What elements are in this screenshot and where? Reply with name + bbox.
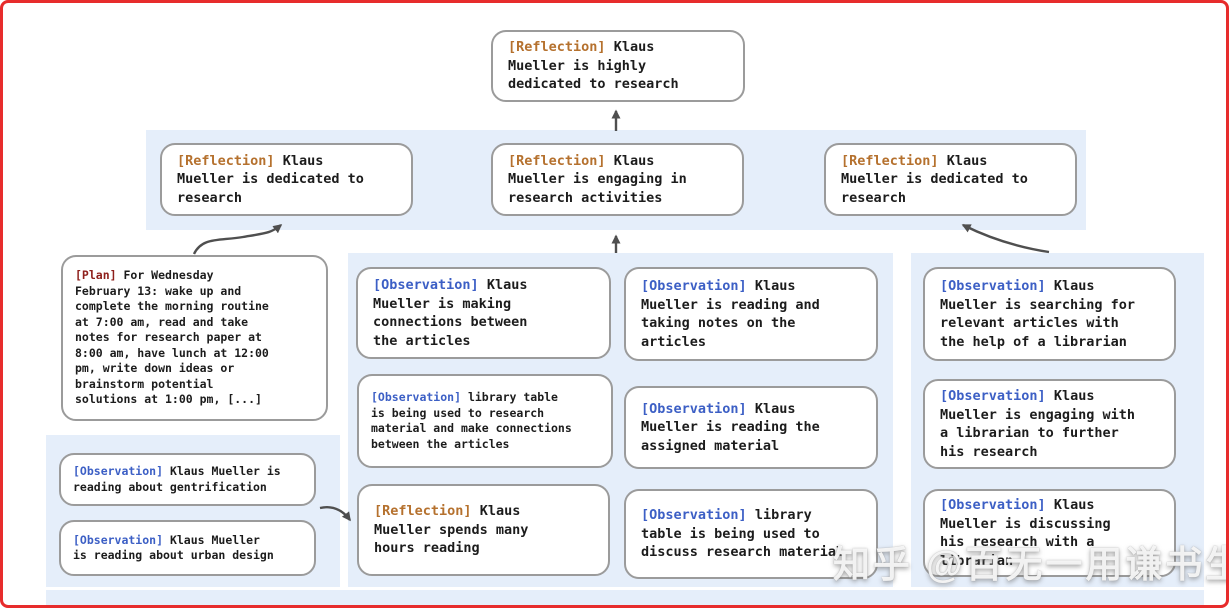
node-text: Klaus Mueller spends many hours reading bbox=[374, 503, 529, 557]
observation-label: [Observation] bbox=[73, 464, 164, 478]
node-obs-library-table-discuss: [Observation] library table is being use… bbox=[624, 489, 878, 579]
node-row2-right-reflection: [Reflection] Klaus Mueller is dedicated … bbox=[824, 143, 1077, 216]
node-obs-library-table-research: [Observation] library table is being use… bbox=[357, 374, 613, 468]
node-obs-discussing-research: [Observation] Klaus Mueller is discussin… bbox=[923, 489, 1176, 577]
plan-label: [Plan] bbox=[75, 268, 117, 283]
node-text: Klaus Mueller is reading about urban des… bbox=[73, 532, 274, 563]
node-row2-mid-reflection: [Reflection] Klaus Mueller is engaging i… bbox=[491, 143, 744, 216]
band-bottom-strip bbox=[46, 590, 1204, 605]
observation-label: [Observation] bbox=[73, 532, 164, 547]
node-text: Klaus Mueller is reading and taking note… bbox=[641, 278, 820, 350]
observation-label: [Observation] bbox=[373, 277, 479, 293]
observation-label: [Observation] bbox=[940, 497, 1046, 513]
node-obs-assigned-material: [Observation] Klaus Mueller is reading t… bbox=[624, 386, 878, 469]
node-obs-searching-articles: [Observation] Klaus Mueller is searching… bbox=[923, 267, 1176, 361]
node-text: Klaus Mueller is reading the assigned ma… bbox=[641, 400, 820, 454]
node-text: Klaus Mueller is reading about gentrific… bbox=[73, 464, 281, 494]
reflection-label: [Reflection] bbox=[508, 39, 606, 56]
observation-label: [Observation] bbox=[641, 278, 747, 294]
node-obs-gentrification: [Observation] Klaus Mueller is reading a… bbox=[59, 453, 316, 506]
watermark: 知乎 @百无一用谦书生 bbox=[833, 544, 1229, 585]
node-reflection-hours-reading: [Reflection] Klaus Mueller spends many h… bbox=[357, 484, 610, 576]
node-text: Klaus Mueller is discussing his research… bbox=[940, 497, 1111, 569]
reflection-label: [Reflection] bbox=[177, 152, 275, 169]
node-text: For Wednesday February 13: wake up and c… bbox=[75, 268, 269, 407]
node-text: Klaus Mueller is searching for relevant … bbox=[940, 278, 1136, 350]
node-obs-taking-notes: [Observation] Klaus Mueller is reading a… bbox=[624, 267, 878, 361]
observation-label: [Observation] bbox=[641, 400, 747, 417]
observation-label: [Observation] bbox=[641, 507, 747, 524]
observation-label: [Observation] bbox=[940, 278, 1046, 294]
node-row2-left-reflection: [Reflection] Klaus Mueller is dedicated … bbox=[160, 143, 413, 216]
node-text: Klaus Mueller is engaging in research ac… bbox=[508, 152, 687, 206]
reflection-label: [Reflection] bbox=[508, 152, 606, 169]
node-text: Klaus Mueller is making connections betw… bbox=[373, 277, 528, 349]
node-obs-urban-design: [Observation] Klaus Mueller is reading a… bbox=[59, 520, 316, 576]
node-text: library table is being used to research … bbox=[371, 390, 572, 451]
node-text: Klaus Mueller is dedicated to research bbox=[841, 152, 1028, 206]
node-obs-engaging-librarian: [Observation] Klaus Mueller is engaging … bbox=[923, 379, 1176, 469]
observation-label: [Observation] bbox=[940, 388, 1046, 404]
node-plan: [Plan] For Wednesday February 13: wake u… bbox=[61, 255, 328, 421]
node-text: Klaus Mueller is engaging with a librari… bbox=[940, 388, 1136, 460]
reflection-label: [Reflection] bbox=[841, 152, 939, 169]
node-text: Klaus Mueller is dedicated to research bbox=[177, 152, 364, 206]
node-top-reflection: [Reflection] Klaus Mueller is highly ded… bbox=[491, 30, 745, 102]
reflection-label: [Reflection] bbox=[374, 503, 472, 520]
node-text: Klaus Mueller is highly dedicated to res… bbox=[508, 39, 679, 93]
observation-label: [Observation] bbox=[371, 390, 462, 404]
node-obs-connections: [Observation] Klaus Mueller is making co… bbox=[356, 267, 611, 359]
node-text: library table is being used to discuss r… bbox=[641, 507, 845, 561]
